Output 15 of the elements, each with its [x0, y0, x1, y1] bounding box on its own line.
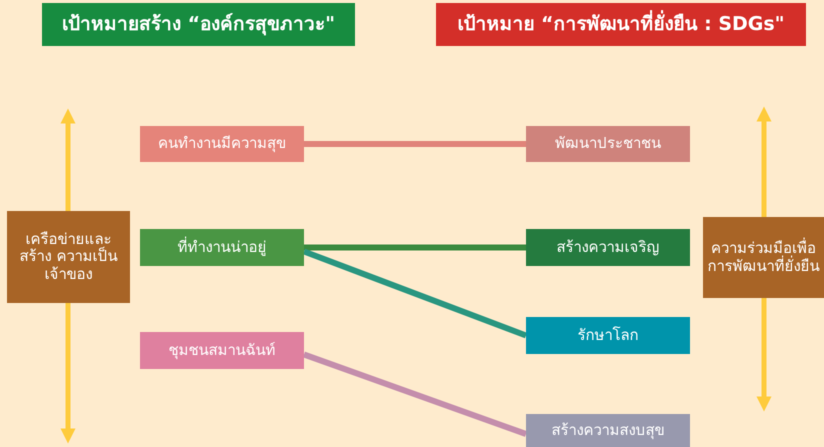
heading-banner: เป้าหมาย “การพัฒนาที่ยั่งยืน : SDGs" — [436, 3, 806, 46]
connector-line — [304, 141, 526, 147]
connector-line — [302, 248, 528, 338]
group-box: ความร่วมมือเพื่อการพัฒนาที่ยั่งยืน — [703, 217, 824, 298]
goal-box: ที่ทำงานน่าอยู่ — [140, 229, 304, 266]
goal-box: พัฒนาประชาชน — [526, 126, 690, 162]
goal-box: สร้างความเจริญ — [526, 229, 690, 266]
goal-box: รักษาโลก — [526, 317, 690, 354]
goal-box: สร้างความสงบสุข — [526, 414, 690, 447]
goal-box: ชุมชนสมานฉันท์ — [140, 332, 304, 369]
goal-box: คนทำงานมีความสุข — [140, 126, 304, 162]
group-box: เครือข่ายและสร้าง ความเป็นเจ้าของ — [7, 211, 130, 303]
connector-line — [302, 352, 528, 437]
connector-line — [304, 244, 526, 250]
heading-banner: เป้าหมายสร้าง “องค์กรสุขภาวะ" — [42, 3, 355, 46]
